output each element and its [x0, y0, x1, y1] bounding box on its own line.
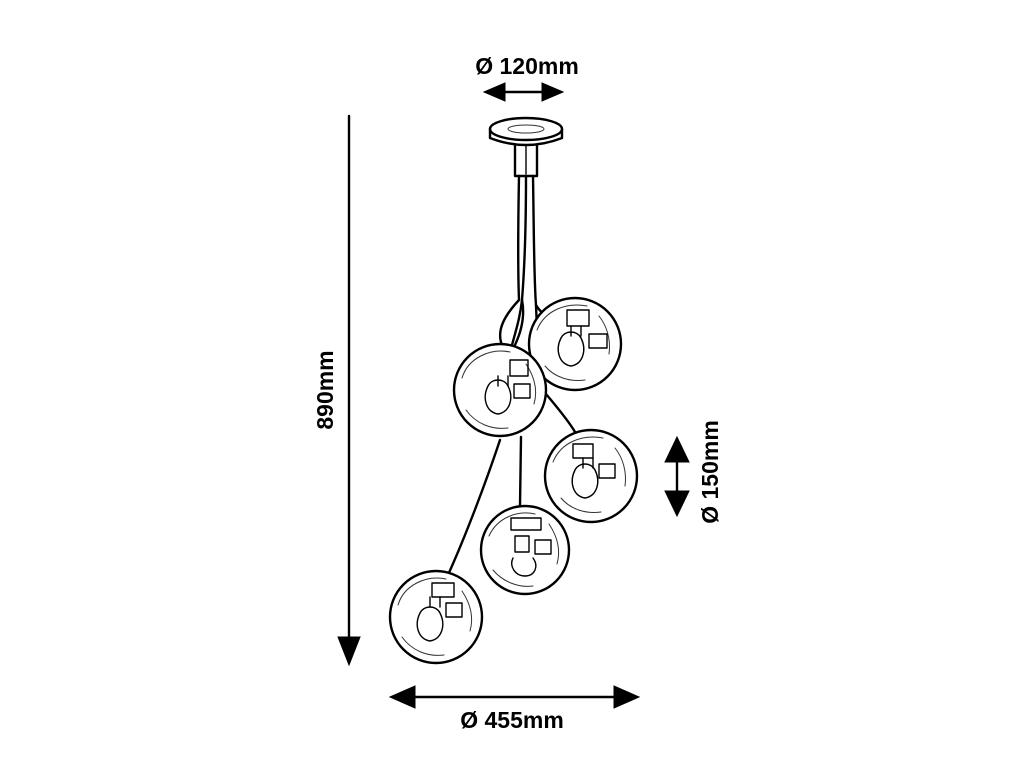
- canopy-diameter-label: Ø 120mm: [475, 53, 579, 79]
- width-dimension: Ø 455mm: [388, 685, 641, 733]
- glass-globe: [388, 569, 484, 665]
- pendant-lamp: [388, 116, 639, 665]
- ceiling-canopy: [488, 116, 564, 147]
- canopy-diameter-dimension: Ø 120mm: [475, 53, 579, 102]
- width-label: Ø 455mm: [460, 707, 564, 733]
- globe-diameter-label: Ø 150mm: [697, 420, 723, 524]
- height-label: 890mm: [312, 350, 338, 429]
- glass-globe: [452, 342, 548, 438]
- glass-globe: [479, 504, 571, 596]
- height-arrowhead: [337, 636, 361, 667]
- canopy-diameter-arrow: [482, 82, 565, 102]
- suspension-cords: [446, 174, 577, 577]
- glass-globe: [527, 296, 623, 392]
- globe-diameter-dimension: Ø 150mm: [664, 420, 723, 524]
- height-dimension: 890mm: [312, 114, 361, 667]
- glass-globe: [543, 428, 639, 524]
- lamp-stem: [513, 143, 539, 178]
